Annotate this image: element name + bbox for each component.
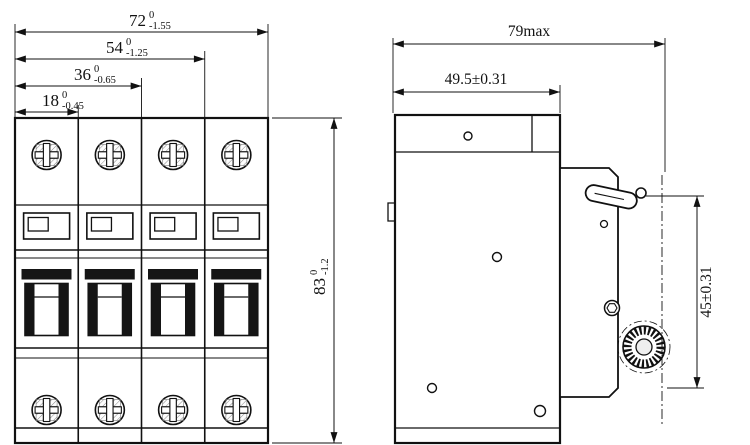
hex-screw bbox=[603, 299, 621, 317]
rivet bbox=[491, 251, 503, 263]
side-view bbox=[387, 113, 671, 445]
dim-49-5-label: 49.5±0.31 bbox=[445, 71, 508, 88]
toggle-lever bbox=[584, 184, 647, 229]
dim-79max-label: 79max bbox=[508, 23, 550, 40]
rivet bbox=[533, 404, 547, 418]
dim-83-lower: -1.2 bbox=[320, 258, 331, 275]
dim-83-upper: 0 bbox=[309, 270, 320, 275]
rivet bbox=[426, 382, 438, 394]
dim-18-lower: -0.45 bbox=[62, 101, 84, 112]
dim-54-upper: 0 bbox=[126, 37, 131, 48]
front-view bbox=[13, 116, 270, 445]
dim-83-value: 83 bbox=[310, 278, 329, 295]
dim-36-lower: -0.65 bbox=[94, 75, 116, 86]
rivet bbox=[463, 131, 473, 141]
dim-72-value: 72 bbox=[129, 11, 146, 30]
knurled-wheel bbox=[617, 320, 671, 374]
dim-36-value: 36 bbox=[74, 65, 91, 84]
dim-36-upper: 0 bbox=[94, 64, 99, 75]
din-clip-notch bbox=[387, 202, 395, 222]
dim-54-lower: -1.25 bbox=[126, 48, 148, 59]
dim-54-value: 54 bbox=[106, 38, 124, 57]
dim-72-lower: -1.55 bbox=[149, 21, 171, 32]
dim-18-upper: 0 bbox=[62, 90, 67, 101]
front-width-dimensions: 72 0 -1.55 54 0 -1.25 36 0 -0.65 18 0 -0… bbox=[14, 10, 269, 117]
dim-72-upper: 0 bbox=[149, 10, 154, 21]
side-dimensions: 79max 49.5±0.31 45±0.31 bbox=[392, 23, 715, 389]
front-height-dimension: 83 0 -1.2 bbox=[272, 117, 342, 444]
dim-45-label: 45±0.31 bbox=[698, 266, 715, 317]
dim-18-value: 18 bbox=[42, 91, 59, 110]
breaker-body-side bbox=[393, 113, 562, 445]
